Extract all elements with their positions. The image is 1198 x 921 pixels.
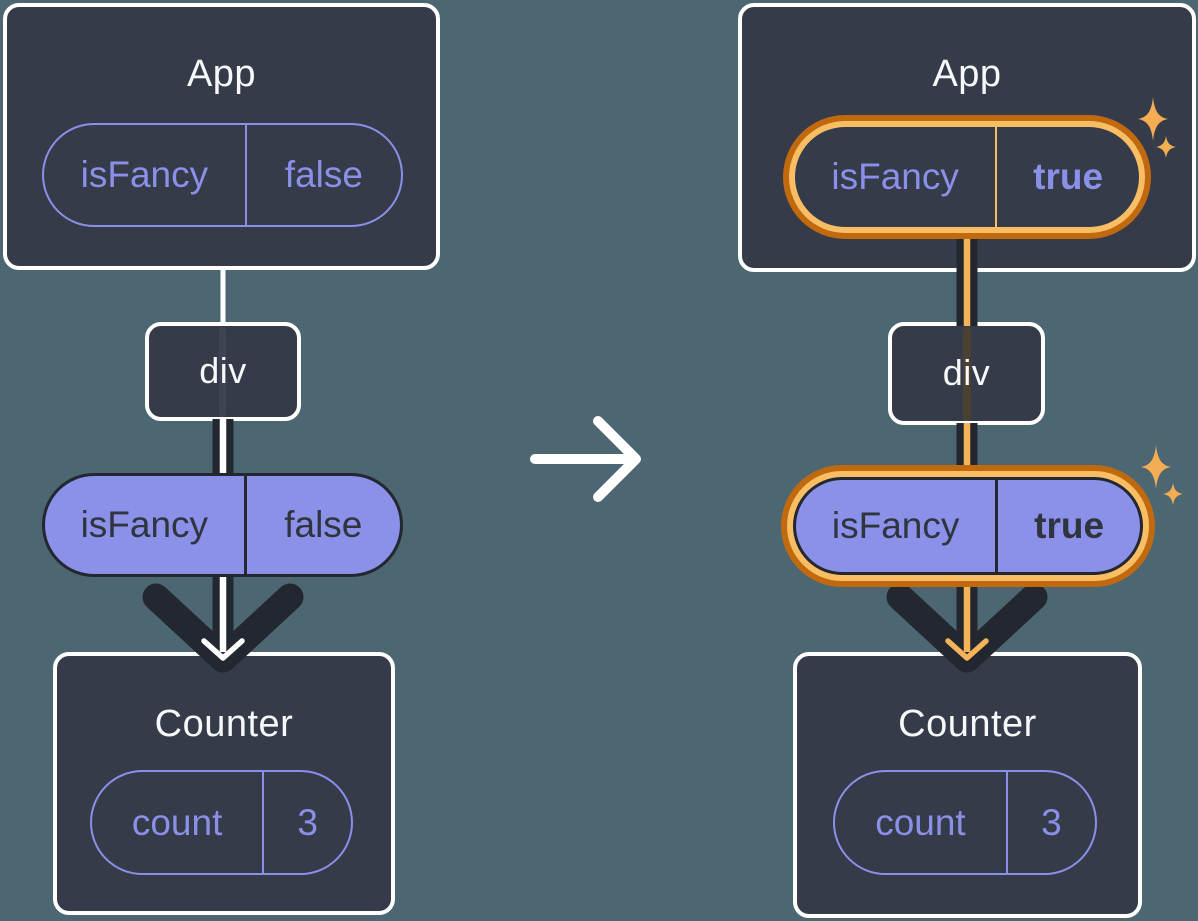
prop-line-through-div-after <box>963 327 971 421</box>
state-pill-isfancy-app-after-highlight: isFancy true <box>783 115 1151 239</box>
state-pill-name: isFancy <box>795 127 998 227</box>
component-title-app-before: App <box>186 53 257 95</box>
state-pill-count-after: count 3 <box>833 770 1097 875</box>
prop-pill-value: true <box>1034 505 1105 546</box>
state-pill-name: count <box>835 772 1008 873</box>
prop-pill-isfancy-before: isFancy false <box>42 473 403 577</box>
state-pill-value: false <box>284 154 363 195</box>
state-pill-name: count <box>92 772 265 873</box>
prop-pill-value: false <box>284 504 363 545</box>
state-pill-count-before: count 3 <box>90 770 353 875</box>
prop-line-through-div-before <box>219 327 226 417</box>
component-title-div-after: div <box>942 352 991 393</box>
prop-pill-name: isFancy <box>45 476 247 574</box>
state-pill-value: 3 <box>1041 801 1062 843</box>
prop-pill-name: isFancy <box>796 480 999 572</box>
prop-pill-isfancy-after-highlight: isFancy true <box>781 465 1155 587</box>
component-title-app-after: App <box>932 53 1002 95</box>
state-pill-isfancy-app-before: isFancy false <box>42 123 403 227</box>
component-title-div-before: div <box>199 350 247 391</box>
state-pill-value: 3 <box>297 801 318 843</box>
sparkle-icon <box>1138 97 1168 141</box>
sparkle-icon <box>1141 445 1171 489</box>
sparkle-icon <box>1156 136 1176 158</box>
state-pill-name: isFancy <box>44 125 247 225</box>
state-pill-value: true <box>1033 156 1104 197</box>
component-title-counter-before: Counter <box>154 703 294 745</box>
sparkle-icon <box>1163 483 1183 505</box>
component-title-counter-after: Counter <box>898 703 1037 745</box>
